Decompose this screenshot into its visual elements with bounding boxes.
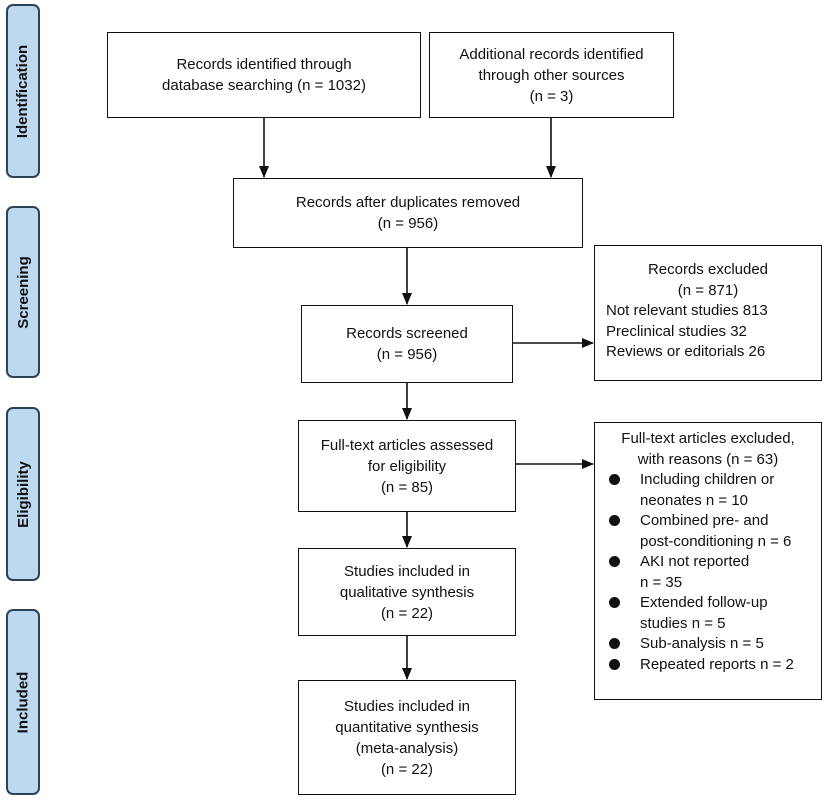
box-fulltext-assessed: Full-text articles assessed for eligibil… xyxy=(298,420,516,512)
bullet-icon xyxy=(609,474,620,485)
bullet-icon xyxy=(609,556,620,567)
box-text-line: Records after duplicates removed xyxy=(295,194,521,211)
box-other-records: Additional records identified through ot… xyxy=(429,32,674,118)
exclusion-reason-line: post-conditioning n = 6 xyxy=(640,532,792,550)
box-text-line: database searching (n = 1032) xyxy=(162,77,366,94)
exclusion-reason: Sub-analysis n = 5 xyxy=(595,634,821,655)
exclusion-reason: Extended follow-up studies n = 5 xyxy=(595,593,821,634)
box-records-screened: Records screened (n = 956) xyxy=(301,305,513,383)
records-excluded-title: Records excluded xyxy=(647,261,769,278)
box-after-duplicates: Records after duplicates removed (n = 95… xyxy=(233,178,583,248)
box-text-line: (n = 22) xyxy=(380,760,434,778)
box-text-line: Studies included in xyxy=(344,562,470,580)
phase-included: Included xyxy=(6,609,40,795)
records-excluded-count: (n = 871) xyxy=(677,281,739,299)
fulltext-excluded-title: Full-text articles excluded, xyxy=(621,430,795,447)
bullet-icon xyxy=(609,658,620,670)
exclusion-reason-line: AKI not reported xyxy=(640,553,750,570)
box-text-line: Full-text articles assessed xyxy=(320,436,494,454)
exclusion-reason-line: Combined pre- and xyxy=(640,512,769,529)
exclusion-reason-line: Extended follow-up xyxy=(640,594,768,611)
box-records-excluded: Records excluded (n = 871) Not relevant … xyxy=(594,245,822,381)
box-text-line: (n = 85) xyxy=(380,478,434,496)
box-text-line: Records screened xyxy=(346,325,468,342)
box-text-line: Records identified through xyxy=(176,56,352,73)
exclusion-reason: Combined pre- and post-conditioning n = … xyxy=(595,511,821,552)
bullet-icon xyxy=(609,638,620,649)
exclusion-reason-line: Including children or xyxy=(640,471,775,488)
box-fulltext-excluded: Full-text articles excluded, with reason… xyxy=(594,422,822,700)
box-database-records: Records identified through database sear… xyxy=(107,32,421,118)
box-text-line: (meta-analysis) xyxy=(355,739,459,757)
exclusion-reason-line: neonates n = 10 xyxy=(640,491,749,509)
box-text-line: (n = 956) xyxy=(376,346,438,363)
box-text-line: quantitative synthesis xyxy=(335,718,479,736)
box-qualitative-synthesis: Studies included in qualitative synthesi… xyxy=(298,548,516,636)
exclusion-reason: AKI not reported n = 35 xyxy=(595,552,821,593)
box-text-line: (n = 956) xyxy=(377,215,439,232)
phase-screening: Screening xyxy=(6,206,40,378)
records-excluded-item: Reviews or editorials 26 xyxy=(606,343,766,360)
exclusion-reason-line: Repeated reports n = 2 xyxy=(640,655,794,673)
box-text-line: Studies included in xyxy=(344,697,470,715)
phase-eligibility: Eligibility xyxy=(6,407,40,581)
exclusion-reason-line: n = 35 xyxy=(640,573,683,591)
bullet-icon xyxy=(609,515,620,526)
records-excluded-item: Not relevant studies 813 xyxy=(606,302,768,319)
box-quantitative-synthesis: Studies included in quantitative synthes… xyxy=(298,680,516,795)
records-excluded-item: Preclinical studies 32 xyxy=(606,322,747,340)
phase-identification: Identification xyxy=(6,4,40,178)
bullet-icon xyxy=(609,597,620,608)
box-text-line: (n = 22) xyxy=(380,604,434,622)
box-text-line: Additional records identified xyxy=(459,45,644,63)
box-text-line: qualitative synthesis xyxy=(339,583,475,601)
box-text-line: through other sources xyxy=(478,66,625,84)
exclusion-reason-line: Sub-analysis n = 5 xyxy=(640,635,764,652)
exclusion-reason-line: studies n = 5 xyxy=(640,614,726,632)
exclusion-reason: Repeated reports n = 2 xyxy=(595,655,821,676)
exclusion-reason: Including children or neonates n = 10 xyxy=(595,470,821,511)
fulltext-excluded-title: with reasons (n = 63) xyxy=(637,450,779,468)
box-text-line: for eligibility xyxy=(367,457,447,475)
box-text-line: (n = 3) xyxy=(529,87,574,105)
